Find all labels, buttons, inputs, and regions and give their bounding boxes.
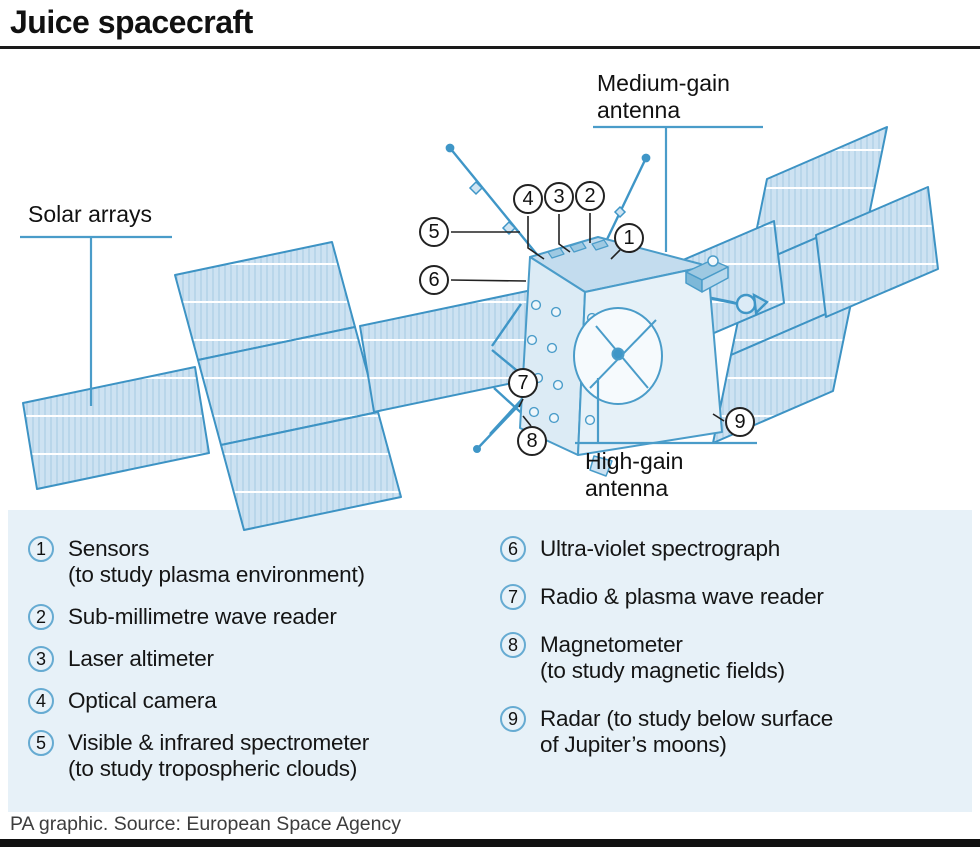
medium-gain-label: Medium-gain antenna xyxy=(597,70,730,123)
solar-arrays-label: Solar arrays xyxy=(28,201,152,227)
callout-1: 1 xyxy=(614,223,644,253)
bottom-bar xyxy=(0,839,980,847)
top-instruments xyxy=(547,239,609,259)
medium-gain-antenna xyxy=(685,255,729,293)
callout-3: 3 xyxy=(544,182,574,212)
legend-num-4: 4 xyxy=(28,688,54,714)
callout-8: 8 xyxy=(517,426,547,456)
callout-5: 5 xyxy=(419,217,449,247)
solar-panel xyxy=(197,326,379,446)
solar-array-left xyxy=(22,241,547,531)
legend-num-1: 1 xyxy=(28,536,54,562)
legend-num-3: 3 xyxy=(28,646,54,672)
high-gain-label: High-gain antenna xyxy=(585,448,684,501)
legend-num-7: 7 xyxy=(500,584,526,610)
solar-panel xyxy=(174,241,356,361)
legend-column-left: 1 Sensors (to study plasma environment) … xyxy=(28,536,488,782)
title-rule xyxy=(0,46,980,49)
legend-item-9: 9 Radar (to study below surface of Jupit… xyxy=(500,706,970,758)
high-gain-antenna-dish xyxy=(573,307,663,405)
radar-boom xyxy=(651,380,709,414)
label-leader-lines xyxy=(20,125,763,445)
legend-item-8: 8 Magnetometer (to study magnetic fields… xyxy=(500,632,970,684)
solar-panel xyxy=(815,186,939,318)
legend-num-8: 8 xyxy=(500,632,526,658)
callout-6: 6 xyxy=(419,265,449,295)
callout-2: 2 xyxy=(575,181,605,211)
callout-leader-lines xyxy=(450,213,725,427)
solar-array-right xyxy=(661,126,939,444)
dish-feed-hub xyxy=(611,347,625,361)
legend-item-7: 7 Radio & plasma wave reader xyxy=(500,584,970,610)
page-title: Juice spacecraft xyxy=(10,4,253,40)
legend-panel: 1 Sensors (to study plasma environment) … xyxy=(8,510,972,812)
callout-7: 7 xyxy=(508,368,538,398)
legend-item-3: 3 Laser altimeter xyxy=(28,646,488,672)
callout-9: 9 xyxy=(725,407,755,437)
wing-hinge xyxy=(735,293,757,315)
solar-panel xyxy=(22,366,210,490)
portholes xyxy=(526,299,600,426)
legend-num-5: 5 xyxy=(28,730,54,756)
solar-panel xyxy=(661,220,785,352)
spacecraft-body xyxy=(519,236,729,477)
source-credit: PA graphic. Source: European Space Agenc… xyxy=(10,813,401,835)
legend-item-4: 4 Optical camera xyxy=(28,688,488,714)
solar-arrays-line xyxy=(20,235,172,406)
solar-panel xyxy=(730,214,870,356)
legend-item-6: 6 Ultra-violet spectrograph xyxy=(500,536,970,562)
spacecraft-diagram xyxy=(20,125,939,531)
legend-column-right: 6 Ultra-violet spectrograph 7 Radio & pl… xyxy=(500,536,970,758)
booms xyxy=(445,143,769,454)
solar-panel xyxy=(748,126,888,268)
mga-cone xyxy=(752,292,769,316)
legend-item-5: 5 Visible & infrared spectrometer (to st… xyxy=(28,730,488,782)
legend-num-9: 9 xyxy=(500,706,526,732)
legend-item-2: 2 Sub-millimetre wave reader xyxy=(28,604,488,630)
callout-4: 4 xyxy=(513,184,543,214)
body-front-face xyxy=(577,265,723,456)
legend-num-2: 2 xyxy=(28,604,54,630)
legend-item-1: 1 Sensors (to study plasma environment) xyxy=(28,536,488,588)
legend-num-6: 6 xyxy=(500,536,526,562)
